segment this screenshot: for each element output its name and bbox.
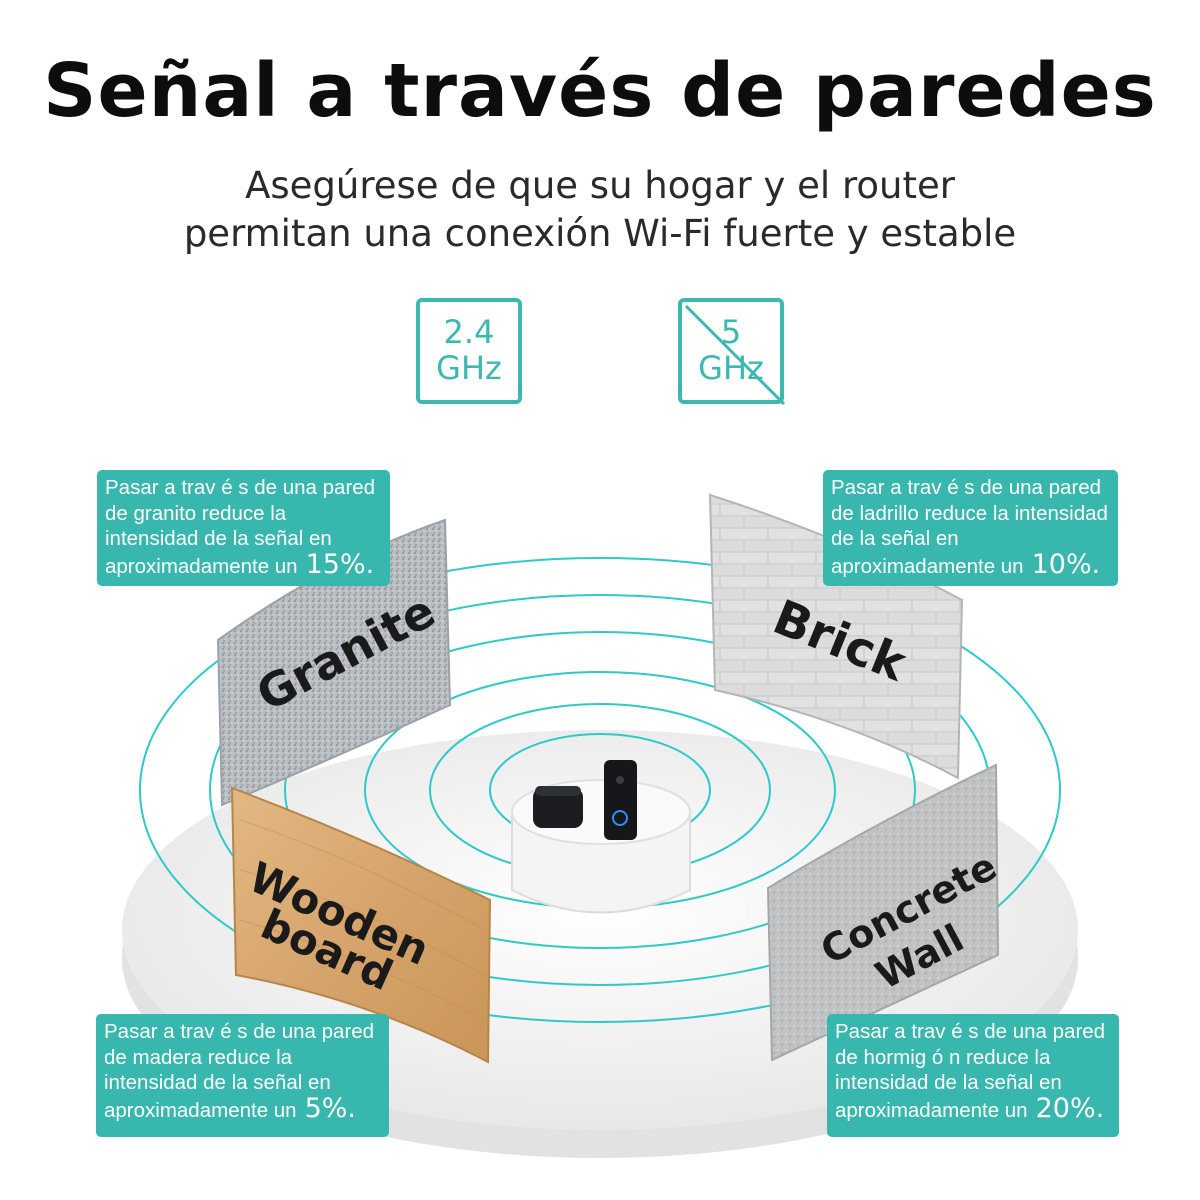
concrete-percent: 20%. [1035,1092,1105,1124]
wood-percent: 5%. [304,1092,357,1124]
page-subtitle: Asegúrese de que su hogar y el router pe… [0,162,1200,258]
wood-info-text: Pasar a trav é s de una pared de madera … [104,1020,375,1122]
wooden-board-wall: Wooden board [230,786,492,1064]
granite-info-card: Pasar a trav é s de una pared de granito… [97,470,390,586]
band-5ghz-badge: 5 GHz [678,298,786,406]
brick-percent: 10%. [1031,548,1101,580]
concrete-wall: Concrete Wall [766,763,1004,1062]
granite-percent: 15%. [305,548,375,580]
brick-info-text: Pasar a trav é s de una pared de ladrill… [831,476,1108,578]
subtitle-line-1: Asegúrese de que su hogar y el router [245,164,955,207]
granite-info-text: Pasar a trav é s de una pared de granito… [105,476,376,578]
subtitle-line-2: permitan una conexión Wi-Fi fuerte y est… [183,212,1017,255]
page-title: Señal a través de paredes [43,48,1157,134]
band-24ghz-unit: GHz [436,349,502,387]
strike-icon [684,304,786,406]
granite-wall: Granite [216,518,452,807]
brick-info-card: Pasar a trav é s de una pared de ladrill… [823,470,1118,586]
doorbell-device-icon [604,760,637,840]
band-5ghz-unit: GHz [698,349,764,387]
band-24ghz-value: 2.4 [443,313,495,351]
concrete-info-card: Pasar a trav é s de una pared de hormig … [827,1014,1119,1137]
wood-info-card: Pasar a trav é s de una pared de madera … [96,1014,389,1137]
brick-wall: Brick [708,493,964,780]
band-24ghz-badge: 2.4 GHz [416,298,522,404]
concrete-info-text: Pasar a trav é s de una pared de hormig … [835,1020,1106,1122]
chime-device-icon [533,786,583,828]
band-5ghz-value: 5 [720,313,742,351]
